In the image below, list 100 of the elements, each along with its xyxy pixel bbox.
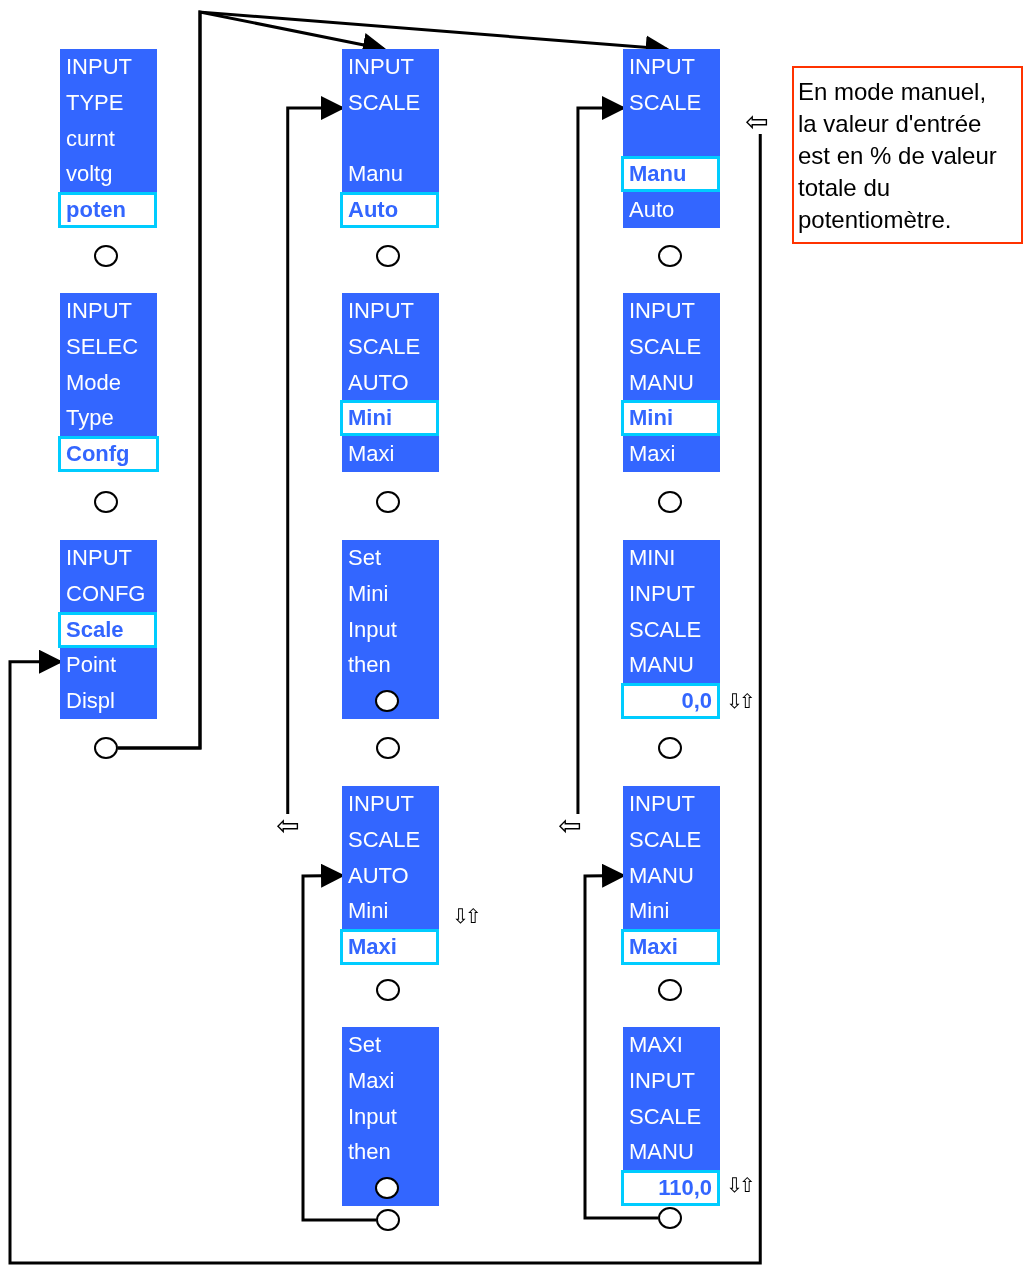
back-arrow-symbol: ⇦	[276, 814, 300, 838]
menu-display-panel	[342, 49, 439, 228]
menu-display-panel	[623, 786, 720, 965]
menu-item-text: SELEC	[66, 332, 139, 361]
selected-menu-item: Maxi	[621, 929, 720, 966]
menu-item-text: Maxi	[629, 440, 676, 469]
menu-item-text: MANU	[629, 1138, 694, 1167]
up-down-arrows-symbol: ⇩⇧	[452, 904, 478, 928]
menu-display-panel	[623, 1027, 720, 1206]
menu-item-text: Mini	[348, 579, 389, 608]
up-down-arrows-symbol: ⇩⇧	[726, 1173, 752, 1197]
menu-item-text: SCALE	[629, 1102, 702, 1131]
menu-item-text: SCALE	[348, 825, 421, 854]
menu-display-panel	[342, 293, 439, 472]
button-circle	[376, 979, 400, 1001]
selected-menu-item: 110,0	[621, 1170, 720, 1207]
menu-item-text: INPUT	[66, 53, 132, 81]
menu-item-text: MANU	[629, 651, 694, 680]
menu-item-text: SCALE	[629, 88, 702, 117]
menu-display-panel	[342, 540, 439, 719]
selected-menu-item: Manu	[621, 156, 720, 193]
menu-item-text: TYPE	[66, 88, 124, 117]
menu-item-text: Maxi	[348, 440, 395, 469]
menu-item-text: MANU	[629, 861, 694, 890]
menu-display-panel	[623, 49, 720, 228]
selected-menu-item: Mini	[340, 400, 439, 437]
menu-item-text: voltg	[66, 160, 113, 189]
selected-menu-item: Confg	[58, 436, 159, 473]
menu-item-text: Input	[348, 615, 397, 644]
selected-menu-item: Scale	[58, 611, 157, 648]
menu-item-text: SCALE	[629, 825, 702, 854]
button-circle	[94, 737, 118, 759]
back-arrow-symbol: ⇦	[745, 110, 769, 134]
menu-item-text: CONFG	[66, 579, 146, 608]
menu-item-text: SCALE	[629, 332, 702, 361]
menu-display-panel	[342, 1027, 439, 1206]
menu-display-panel	[60, 293, 157, 472]
connector-arrow	[8, 134, 762, 1265]
menu-item-text: SCALE	[629, 615, 702, 644]
menu-item-text: INPUT	[629, 579, 695, 608]
button-circle	[94, 491, 118, 513]
menu-item-text: INPUT	[66, 544, 132, 572]
menu-display-panel	[342, 786, 439, 965]
menu-item-text: INPUT	[629, 1066, 695, 1095]
menu-display-panel	[60, 540, 157, 719]
menu-item-text: Maxi	[348, 1066, 395, 1095]
menu-item-text: INPUT	[66, 297, 132, 325]
button-circle	[376, 491, 400, 513]
selected-menu-item: Maxi	[340, 929, 439, 966]
button-circle	[375, 690, 399, 713]
menu-display-panel	[60, 49, 157, 228]
menu-item-text: Displ	[66, 687, 115, 716]
menu-item-text: curnt	[66, 124, 115, 153]
menu-item-text: Type	[66, 404, 114, 433]
menu-item-text: SCALE	[348, 88, 421, 117]
menu-item-text: Set	[348, 1031, 382, 1059]
menu-display-panel	[623, 540, 720, 719]
menu-item-text: INPUT	[629, 790, 695, 818]
menu-item-text: Mini	[629, 897, 670, 926]
connector-arrow	[301, 863, 376, 1222]
button-circle	[658, 737, 682, 759]
button-circle	[658, 245, 682, 267]
menu-item-text: SCALE	[348, 332, 421, 361]
menu-item-text: AUTO	[348, 368, 409, 397]
selected-menu-item: poten	[58, 192, 157, 229]
selected-menu-item: Mini	[621, 400, 720, 437]
back-arrow-symbol: ⇦	[558, 814, 582, 838]
menu-item-text: MINI	[629, 544, 676, 572]
menu-item-text: Manu	[348, 160, 404, 189]
menu-item-text: then	[348, 1138, 391, 1167]
button-circle	[658, 979, 682, 1001]
connector-arrow	[118, 10, 670, 750]
button-circle	[376, 245, 400, 267]
menu-item-text: INPUT	[348, 297, 414, 325]
button-circle	[658, 1207, 682, 1229]
menu-item-text: then	[348, 651, 391, 680]
up-down-arrows-symbol: ⇩⇧	[726, 689, 752, 713]
menu-item-text: Mini	[348, 897, 389, 926]
menu-item-text: MANU	[629, 368, 694, 397]
menu-item-text: Point	[66, 651, 117, 680]
button-circle	[94, 245, 118, 267]
note-box: En mode manuel, la valeur d'entrée est en % de valeur totale du potentiomètre.	[792, 66, 1023, 244]
connector-arrow	[583, 863, 658, 1220]
menu-item-text: Auto	[629, 196, 675, 225]
menu-item-text: INPUT	[629, 53, 695, 81]
menu-item-text: INPUT	[348, 53, 414, 81]
button-circle	[375, 1177, 399, 1200]
menu-item-text: Set	[348, 544, 382, 572]
menu-display-panel	[623, 293, 720, 472]
menu-item-text: AUTO	[348, 861, 409, 890]
menu-item-text: Mode	[66, 368, 122, 397]
menu-item-text: INPUT	[629, 297, 695, 325]
button-circle	[376, 737, 400, 759]
button-circle	[658, 491, 682, 513]
menu-item-text: INPUT	[348, 790, 414, 818]
menu-item-text: MAXI	[629, 1031, 683, 1059]
button-circle	[376, 1209, 400, 1231]
menu-item-text: Input	[348, 1102, 397, 1131]
selected-menu-item: Auto	[340, 192, 439, 229]
selected-menu-item: 0,0	[621, 683, 720, 720]
